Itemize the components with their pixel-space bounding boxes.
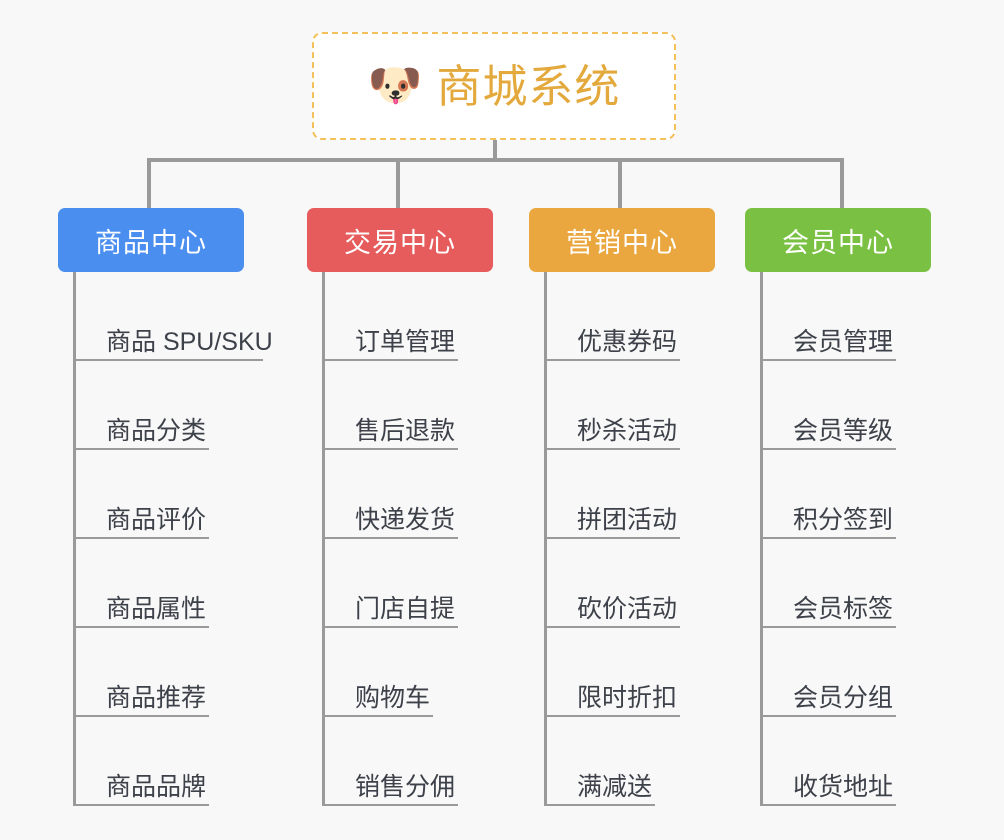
leaf-item[interactable]: 商品 SPU/SKU: [58, 272, 273, 361]
leaf-item-label: 售后退款: [355, 417, 456, 445]
leaf-item-label: 销售分佣: [355, 773, 456, 801]
leaf-item[interactable]: 会员等级: [745, 361, 931, 450]
leaf-underline: [73, 359, 263, 361]
category-bus-connector: [147, 158, 844, 162]
leaf-item-label: 满减送: [577, 773, 653, 801]
leaf-underline: [760, 715, 896, 717]
leaf-spine-connector-3: [544, 272, 547, 806]
leaf-underline: [322, 715, 433, 717]
leaf-item[interactable]: 会员管理: [745, 272, 931, 361]
leaf-item-label: 商品品牌: [106, 773, 207, 801]
leaf-item[interactable]: 积分签到: [745, 450, 931, 539]
leaf-underline: [760, 448, 896, 450]
leaf-item[interactable]: 拼团活动: [529, 450, 715, 539]
leaf-underline: [544, 537, 680, 539]
category-drop-connector-4: [840, 158, 844, 208]
category-header-3[interactable]: 营销中心: [529, 208, 715, 272]
category-column-2: 交易中心订单管理售后退款快递发货门店自提购物车销售分佣: [307, 208, 493, 806]
leaf-item[interactable]: 销售分佣: [307, 717, 493, 806]
leaf-item-label: 积分签到: [793, 506, 894, 534]
leaf-item-label: 优惠券码: [577, 328, 678, 356]
leaf-item-label: 收货地址: [793, 773, 894, 801]
category-drop-connector-2: [396, 158, 400, 208]
leaf-item-label: 会员标签: [793, 595, 894, 623]
category-drop-connector-3: [618, 158, 622, 208]
leaf-underline: [322, 448, 458, 450]
leaf-item[interactable]: 商品评价: [58, 450, 273, 539]
leaf-item-label: 拼团活动: [577, 506, 678, 534]
leaf-list-2: 订单管理售后退款快递发货门店自提购物车销售分佣: [307, 272, 493, 806]
root-node-商城系统[interactable]: 🐶 商城系统: [312, 32, 676, 140]
leaf-item-label: 商品评价: [106, 506, 207, 534]
leaf-item[interactable]: 砍价活动: [529, 539, 715, 628]
leaf-underline: [322, 626, 458, 628]
leaf-item[interactable]: 满减送: [529, 717, 715, 806]
leaf-item-label: 购物车: [355, 684, 431, 712]
root-title: 商城系统: [436, 60, 621, 112]
leaf-item-label: 会员等级: [793, 417, 894, 445]
leaf-underline: [544, 804, 655, 806]
leaf-item[interactable]: 收货地址: [745, 717, 931, 806]
leaf-item[interactable]: 商品分类: [58, 361, 273, 450]
leaf-underline: [322, 537, 458, 539]
leaf-item[interactable]: 商品属性: [58, 539, 273, 628]
leaf-item[interactable]: 门店自提: [307, 539, 493, 628]
leaf-spine-connector-1: [73, 272, 76, 806]
leaf-item[interactable]: 会员标签: [745, 539, 931, 628]
leaf-item-label: 商品推荐: [106, 684, 207, 712]
leaf-spine-connector-4: [760, 272, 763, 806]
leaf-underline: [73, 626, 209, 628]
category-header-2[interactable]: 交易中心: [307, 208, 493, 272]
shiba-dog-icon: 🐶: [367, 61, 423, 110]
leaf-underline: [544, 359, 680, 361]
leaf-list-3: 优惠券码秒杀活动拼团活动砍价活动限时折扣满减送: [529, 272, 715, 806]
leaf-underline: [544, 715, 680, 717]
leaf-underline: [322, 804, 458, 806]
leaf-item[interactable]: 购物车: [307, 628, 493, 717]
leaf-item-label: 会员分组: [793, 684, 894, 712]
category-column-1: 商品中心商品 SPU/SKU 商品分类商品评价商品属性商品推荐商品品牌: [58, 208, 273, 806]
leaf-item[interactable]: 商品品牌: [58, 717, 273, 806]
leaf-list-4: 会员管理会员等级积分签到会员标签会员分组收货地址: [745, 272, 931, 806]
leaf-item-label: 订单管理: [355, 328, 456, 356]
leaf-item-label: 商品分类: [106, 417, 207, 445]
leaf-item-label: 会员管理: [793, 328, 894, 356]
leaf-item[interactable]: 订单管理: [307, 272, 493, 361]
leaf-item-label: 商品属性: [106, 595, 207, 623]
leaf-item-label: 门店自提: [355, 595, 456, 623]
leaf-underline: [544, 448, 680, 450]
leaf-item[interactable]: 优惠券码: [529, 272, 715, 361]
leaf-item[interactable]: 限时折扣: [529, 628, 715, 717]
leaf-underline: [760, 359, 896, 361]
leaf-underline: [760, 804, 896, 806]
leaf-item-label: 限时折扣: [577, 684, 678, 712]
leaf-underline: [73, 715, 209, 717]
leaf-item[interactable]: 会员分组: [745, 628, 931, 717]
leaf-underline: [544, 626, 680, 628]
category-drop-connector-1: [147, 158, 151, 208]
leaf-item-label: 快递发货: [355, 506, 456, 534]
leaf-item-label: 秒杀活动: [577, 417, 678, 445]
category-header-1[interactable]: 商品中心: [58, 208, 244, 272]
leaf-underline: [73, 448, 209, 450]
leaf-item[interactable]: 快递发货: [307, 450, 493, 539]
category-header-4[interactable]: 会员中心: [745, 208, 931, 272]
leaf-underline: [73, 537, 209, 539]
leaf-underline: [760, 626, 896, 628]
root-trunk-connector: [493, 140, 497, 162]
category-column-4: 会员中心会员管理会员等级积分签到会员标签会员分组收货地址: [745, 208, 931, 806]
leaf-item[interactable]: 商品推荐: [58, 628, 273, 717]
category-column-3: 营销中心优惠券码秒杀活动拼团活动砍价活动限时折扣满减送: [529, 208, 715, 806]
leaf-underline: [73, 804, 209, 806]
leaf-item[interactable]: 售后退款: [307, 361, 493, 450]
leaf-item-label: 商品 SPU/SKU: [106, 328, 273, 356]
leaf-list-1: 商品 SPU/SKU 商品分类商品评价商品属性商品推荐商品品牌: [58, 272, 273, 806]
leaf-item[interactable]: 秒杀活动: [529, 361, 715, 450]
leaf-spine-connector-2: [322, 272, 325, 806]
leaf-underline: [322, 359, 458, 361]
leaf-item-label: 砍价活动: [577, 595, 678, 623]
leaf-underline: [760, 537, 896, 539]
